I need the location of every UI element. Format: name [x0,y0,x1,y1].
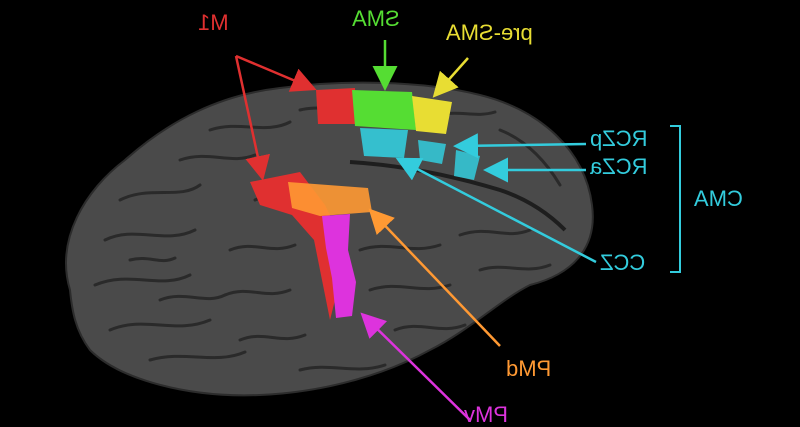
region-pmv [322,214,356,318]
label-ccz: CCZ [600,250,646,275]
cma-bracket [670,125,681,273]
region-m1-top [316,88,356,124]
label-sma: SMA [352,6,400,31]
m1-arrow-lateral [234,55,270,181]
ccz-arrow [395,157,597,264]
pre-sma-arrow [432,57,469,98]
region-pmd [288,182,372,216]
label-rczp: RCZp [590,126,648,151]
region-sma [352,90,416,130]
label-rcza: RCZa [590,154,648,179]
region-pre-sma [412,96,452,134]
label-cma: CMA [694,186,743,211]
region-ccz [360,128,408,158]
gyral-folds [93,103,562,372]
label-m1: M1 [198,10,229,35]
label-pre-sma: pre-SMA [446,20,533,45]
rczp-arrow [453,133,587,159]
cingulate-sulcus [349,160,567,232]
region-rczp [418,140,446,164]
label-pmd: PMd [506,356,552,381]
label-bottom-cut: PMv [464,402,508,427]
m1-arrow-top [235,54,317,92]
pmv-arrow [360,312,471,421]
pmd-arrow [368,208,501,347]
